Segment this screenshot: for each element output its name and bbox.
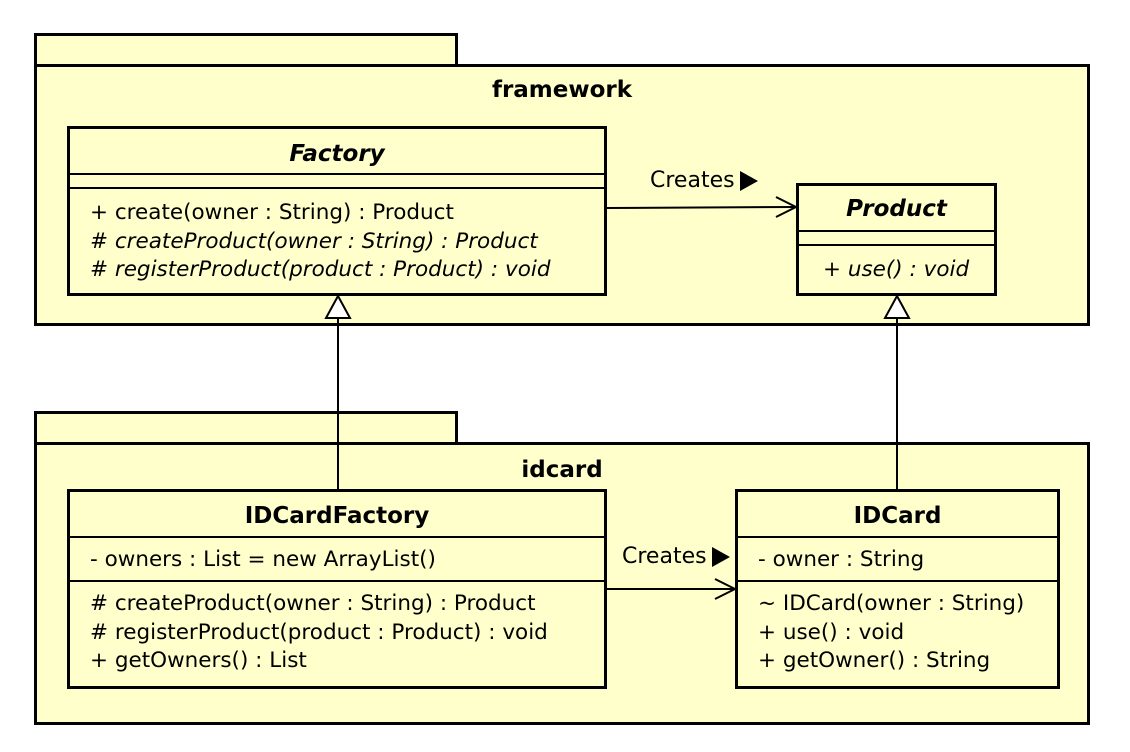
operation: ~ IDCard(owner : String) [758,591,1025,616]
operation: # registerProduct(product : Product) : v… [90,257,551,282]
class-idcardfactory-name-divider [70,536,604,538]
class-idcardfactory-operations: # createProduct(owner : String) : Produc… [90,590,596,676]
operation: + create(owner : String) : Product [90,200,454,225]
package-idcard-title: idcard [521,457,603,483]
class-idcard-operations: ~ IDCard(owner : String) + use() : void … [758,590,1049,676]
class-product[interactable]: Product + use() : void [796,183,997,296]
operation: + getOwners() : List [90,648,307,673]
class-idcardfactory-attr-divider [70,580,604,582]
operation: + use() : void [823,257,970,282]
operation: + use() : void [758,619,905,645]
class-product-name: Product [846,196,947,222]
class-idcard-name-divider [738,536,1057,538]
association-label-factory-product: Creates [650,168,735,193]
association-factory-product[interactable] [606,196,799,218]
operation: # createProduct(owner : String) : Produc… [90,591,536,616]
class-factory-name: Factory [289,141,385,167]
class-factory-attr-divider [70,187,604,189]
class-idcardfactory-name: IDCardFactory [244,503,430,529]
generalization-idcard-product[interactable] [883,293,911,489]
class-factory-name-divider [70,173,604,175]
creates-direction-arrow-icon [712,547,730,567]
operation: # createProduct(owner : String) : Produc… [90,228,538,254]
class-idcard-attributes: - owner : String [758,546,1049,575]
class-product-name-divider [799,230,994,232]
class-factory[interactable]: Factory + create(owner : String) : Produ… [67,126,607,296]
attribute: - owners : List = new ArrayList() [90,547,436,572]
creates-direction-arrow-icon [740,171,758,191]
operation: + getOwner() : String [758,648,991,673]
association-label-idcardfactory-idcard: Creates [622,544,707,569]
association-idcardfactory-idcard[interactable] [607,578,738,600]
class-product-attr-divider [799,244,994,246]
class-idcard-name: IDCard [853,503,942,529]
class-product-operations: + use() : void [823,256,986,285]
class-factory-operations: + create(owner : String) : Product # cre… [90,199,596,285]
class-idcard-attr-divider [738,580,1057,582]
operation: # registerProduct(product : Product) : v… [90,619,548,645]
attribute: - owner : String [758,547,925,572]
class-idcardfactory[interactable]: IDCardFactory - owners : List = new Arra… [67,489,607,689]
class-idcard[interactable]: IDCard - owner : String ~ IDCard(owner :… [735,489,1060,689]
class-idcardfactory-attributes: - owners : List = new ArrayList() [90,546,596,575]
generalization-idcardfactory-factory[interactable] [324,293,352,489]
package-framework-title: framework [491,77,633,103]
